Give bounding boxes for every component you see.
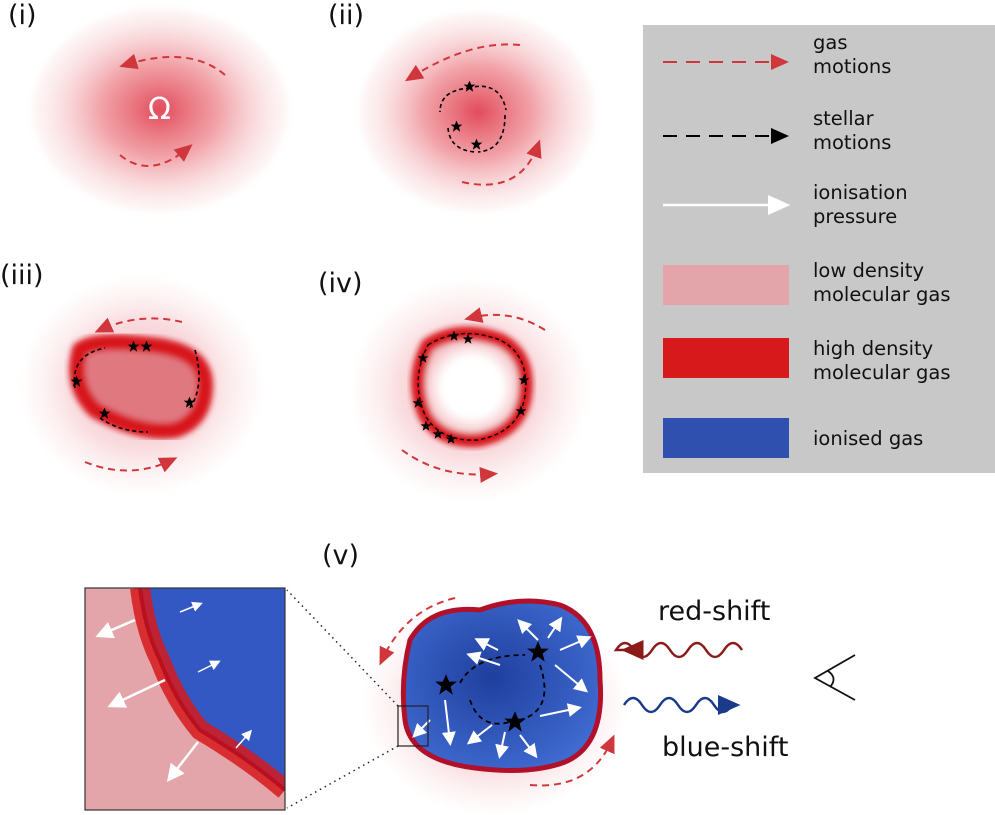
- ionised-gas-swatch: [663, 418, 789, 458]
- red-shift-wave: [613, 640, 744, 660]
- high-density-swatch: [663, 338, 789, 378]
- panel-label-ii: (ii): [328, 0, 365, 31]
- panel-iv-cloud: [352, 280, 588, 500]
- eye-icon: [813, 654, 856, 701]
- blue-shift-wave: [622, 695, 741, 715]
- legend-icons: [663, 54, 791, 215]
- panel-label-iv: (iv): [318, 268, 363, 299]
- red-shift-label: red-shift: [658, 596, 771, 627]
- panel-v-cloud: [286, 589, 625, 813]
- panel-iii-cloud: [22, 277, 262, 493]
- omega-rotation-symbol: Ω: [148, 92, 171, 127]
- panel-label-v: (v): [322, 540, 360, 571]
- low-density-swatch: [663, 265, 789, 305]
- panel-label-i: (i): [8, 0, 37, 31]
- legend-ionised-gas: ionised gas: [813, 427, 924, 450]
- inset-zoom-box: [85, 588, 285, 810]
- panel-i-cloud: [32, 8, 288, 212]
- panel-label-iii: (iii): [0, 260, 44, 291]
- blue-shift-label: blue-shift: [662, 732, 789, 763]
- panel-ii-cloud: [360, 12, 596, 212]
